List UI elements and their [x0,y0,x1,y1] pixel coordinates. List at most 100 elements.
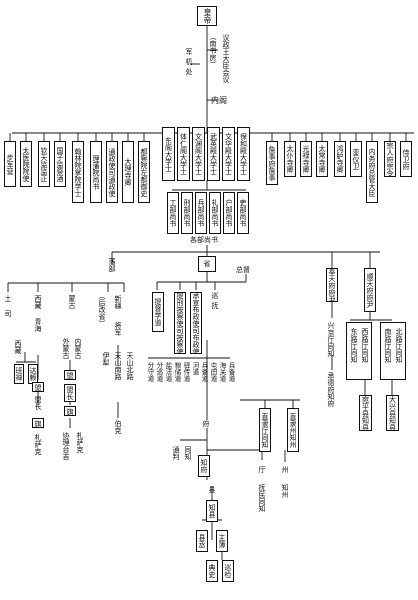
grand-council-label: 军机处 [185,48,193,78]
left-org-7-label: 大理寺卿 [124,158,132,186]
left-org-0-label: 步军营 [6,153,14,175]
xinjiang-jiangjun: 将军 [114,322,122,336]
inner-court-label: 内阁 [211,96,227,105]
qinghai-zhasake: 札萨克 [34,434,42,455]
board-1-label: 户部尚书 [225,199,233,227]
emperor-box: 皇帝 [197,6,217,26]
ancha-label: 提刑按察使司按察使 [176,292,184,354]
menggu-mengzhang-label: 盟长 [66,386,74,400]
xunfu-label: 巡抚 [211,292,219,312]
dao-7: 屯田道 [209,362,217,382]
left-org-7: 大理寺卿 [122,141,134,203]
left-org-1: 太医院院使 [20,141,32,187]
xinjiang-boke: 伯克 [114,420,122,434]
dao-3: 粮储道 [173,362,181,382]
dao-4: 驿传道 [182,362,190,382]
secretary-1-label: 文华殿大学士 [224,133,233,175]
frontier-label: 藩部 [108,258,116,272]
zhili-ting-box: 直隶厅同知 [259,408,271,452]
left-org-8-label: 都察院左都御史 [140,147,148,197]
tidu-label: 提督学道 [154,298,162,326]
zhili-zhou-label: 直隶州知州 [289,412,297,448]
secretary-0: 保和殿大学士 [237,127,250,181]
zhixian-box: 知县 [206,500,218,522]
tongpan-label: 通判 [172,446,180,460]
nanshufang-label: （南书房） [209,33,217,68]
dianshi-box: 典史 [206,560,218,582]
right-org-1: 太仆寺卿 [284,141,296,177]
left-org-5: 理藩院尚书 [90,141,102,203]
left-org-6-label: 通政使司通政使 [108,147,116,197]
right-org-3-label: 太常寺卿 [318,145,326,173]
xizang-sub: 西藏 [14,340,22,354]
left-org-2-label: 钦天监监正 [40,146,48,182]
right-org-4: 鸿胪寺卿 [334,141,346,177]
emperor-label: 皇帝 [203,8,212,24]
left-org-5-label: 理藩院尚书 [92,154,100,190]
ting-label: 厅 [258,466,266,473]
tidu-box: 提督学道 [152,292,164,332]
fengtian-label: 奉天府府尹 [328,268,336,302]
left-org-0: 步军营 [4,141,16,187]
left-org-3: 国子监祭酒 [54,141,66,187]
dalai-label: 达赖 [29,367,37,381]
xinjiang-north: 天山北路 [126,352,134,380]
xinjiang-yili: 伊犁 [102,352,110,366]
wanping-box: 宛平县知县 [359,395,372,431]
secretary-2: 武英殿大学士 [207,127,220,181]
zhou-label: 州 [281,466,289,473]
secretary-4-label: 体仁阁大学士 [179,133,188,175]
menggu-meng-box: 盟 [64,370,76,380]
board-5-label: 工部尚书 [169,199,177,227]
lu-south: 南路厅同知 [384,328,392,363]
fengtian-box: 奉天府府尹 [326,268,338,302]
menggu-xieli: 协理台吉 [62,432,70,460]
xunjian-label: 巡检 [224,564,232,578]
left-org-4-label: 翰林院掌院学士 [74,147,82,197]
inner-mongolia: 内蒙古 [74,338,82,359]
right-org-4-label: 鸿胪寺卿 [336,145,344,173]
zhubu-label: 主簿 [218,534,226,548]
province-box: 省 [198,256,216,272]
board-4-label: 刑部尚书 [183,199,191,227]
left-org-4: 翰林院掌院学士 [72,141,84,203]
right-org-2: 光禄寺卿 [300,141,312,177]
outer-mongolia: 外蒙古 [62,338,70,359]
banchan-label: 班禅 [15,367,23,381]
dao-9: 兵备道 [227,362,235,382]
right-org-3: 太常寺卿 [316,141,328,177]
xian-label: 县 [208,486,216,493]
region-later-province: （后改省） [98,292,106,327]
nanbei-box [380,322,406,380]
board-3-label: 兵部尚书 [197,199,205,227]
region-xinjiang: 新疆 [114,295,122,309]
zhifu-label: 知府 [200,459,208,473]
buzheng-box: 承宣布政使司布政使 [190,292,202,354]
tongzhi-label: 同知 [184,446,192,460]
fu-label: 府 [202,420,210,427]
left-org-3-label: 国子监祭酒 [56,146,64,182]
wanping-label: 宛平县知县 [361,395,370,431]
secretary-2-label: 武英殿大学士 [209,133,218,175]
shuntian-label: 顺天府府尹 [366,272,374,308]
dianshi-label: 典史 [208,564,216,578]
zhili-zhou-box: 直隶州知州 [287,408,299,452]
zhubu-box: 主簿 [216,530,228,552]
board-5: 工部尚书 [167,192,179,234]
daxing-label: 大兴县知县 [388,395,397,431]
secretary-5-label: 东阁大学士 [164,136,173,172]
board-2: 礼部尚书 [209,192,221,234]
right-org-5: 銮仪卫 [350,141,362,177]
xiancheng-label: 县丞 [198,534,206,548]
right-org-0: 詹事府詹事 [266,141,278,185]
qinghai-qi-box: 旗 [32,418,44,428]
qinghai-meng-box: 盟 [32,382,44,392]
left-org-2: 钦天监监正 [38,141,50,187]
xingjing-label: 兴京厅同知 [327,322,335,357]
menggu-qi-box: 旗 [64,406,76,416]
menggu-mengzhang-box: 盟长 [64,384,76,402]
daxing-box: 大兴县知县 [386,395,399,431]
qinghai-qi-label: 旗 [34,419,42,427]
right-org-6-label: 宗人府宗令 [386,141,394,177]
lu-east: 东路厅同知 [350,328,358,363]
